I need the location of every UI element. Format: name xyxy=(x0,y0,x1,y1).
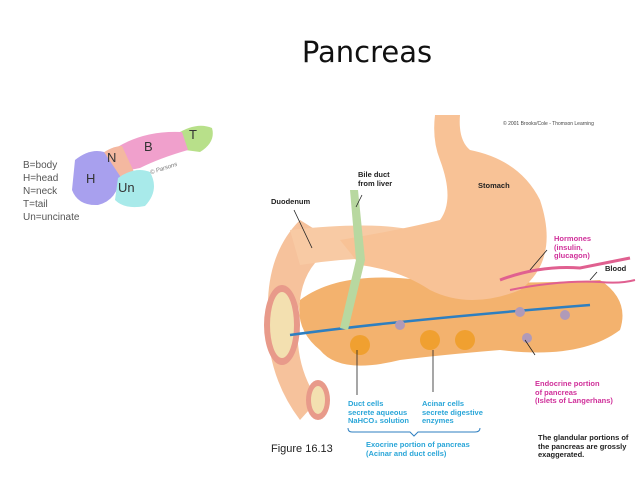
label-blood: Blood xyxy=(605,264,627,273)
label-stomach: Stomach xyxy=(478,181,510,190)
legend-neck: N=neck xyxy=(23,186,58,197)
region-h: H xyxy=(86,171,96,186)
label-exocrine: Exocrine portion of pancreas (Acinar and… xyxy=(366,440,470,458)
region-b: B xyxy=(144,139,153,154)
label-duct-cells: Duct cells secrete aqueous NaHCO₃ soluti… xyxy=(348,399,409,426)
legend-head: H=head xyxy=(23,173,59,184)
pancreas-regions-diagram xyxy=(72,125,213,208)
legend-uncinate: Un=uncinate xyxy=(23,212,80,223)
slide-title: Pancreas xyxy=(301,35,433,69)
legend-body: B=body xyxy=(23,160,58,171)
region-n: N xyxy=(107,150,117,165)
duodenum-shape xyxy=(267,220,340,420)
figure-note: The glandular portions of the pancreas a… xyxy=(538,433,629,460)
stomach-shape xyxy=(340,115,547,300)
figure-label: Figure 16.13 xyxy=(271,443,333,455)
pancreas-shape xyxy=(299,277,623,366)
region-t: T xyxy=(189,127,197,142)
label-bile-duct: Bile duct from liver xyxy=(358,170,393,188)
legend-tail: T=tail xyxy=(23,199,48,210)
label-duodenum: Duodenum xyxy=(271,197,311,206)
region-un: Un xyxy=(118,180,135,195)
label-acinar-cells: Acinar cells secrete digestive enzymes xyxy=(422,399,483,426)
label-endocrine: Endocrine portion of pancreas (Islets of… xyxy=(535,379,613,406)
copyright: © 2001 Brooks/Cole - Thomson Learning xyxy=(503,121,594,127)
label-hormones: Hormones (insulin, glucagon) xyxy=(554,234,592,261)
